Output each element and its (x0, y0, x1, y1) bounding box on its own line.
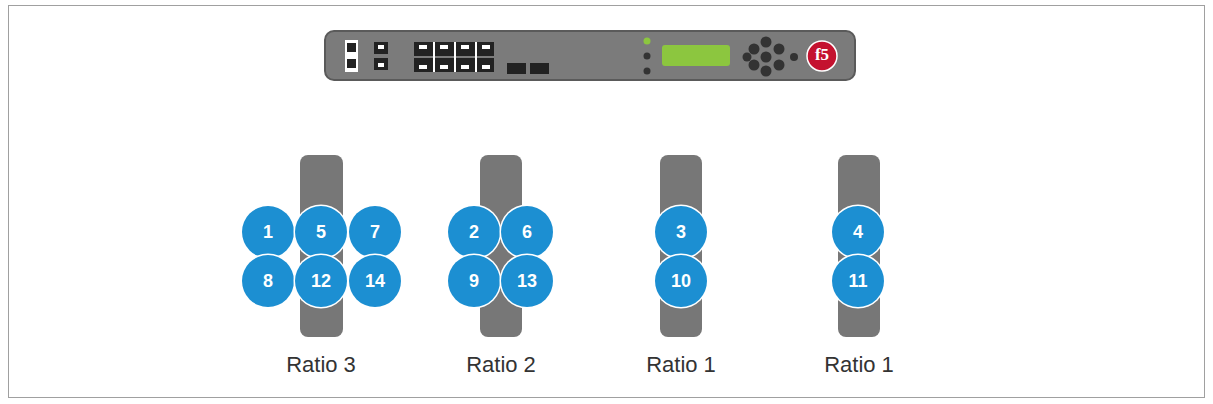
connection-number: 14 (365, 272, 385, 290)
connection-number: 6 (522, 223, 532, 241)
load-balancer-device (325, 31, 855, 80)
server-connection-circle: 13 (501, 255, 553, 307)
server-connection-circle: 6 (501, 206, 553, 258)
ratio-label: Ratio 1 (646, 352, 716, 378)
server-connection-circle: 3 (655, 206, 707, 258)
connection-number: 5 (316, 223, 326, 241)
connection-number: 10 (671, 272, 691, 290)
ratio-label: Ratio 2 (466, 352, 536, 378)
server-connection-circle: 14 (349, 255, 401, 307)
server-connection-circle: 5 (295, 206, 347, 258)
connection-number: 13 (517, 272, 537, 290)
connection-number: 11 (848, 272, 867, 290)
connection-number: 9 (469, 272, 479, 290)
connection-number: 12 (311, 272, 331, 290)
server-bar (300, 155, 880, 337)
server-connection-circle: 9 (448, 255, 500, 307)
ratio-label: Ratio 1 (824, 352, 894, 378)
ratio-label: Ratio 3 (286, 352, 356, 378)
connection-number: 4 (853, 223, 863, 241)
brand-logo: f5 (815, 45, 829, 65)
server-connection-circle: 8 (242, 255, 294, 307)
frame (9, 6, 1205, 398)
server-connection-circle: 2 (448, 206, 500, 258)
connection-number: 1 (263, 223, 273, 241)
connection-number: 7 (370, 223, 380, 241)
server-connection-circle: 11 (832, 255, 884, 307)
server-connection-circle: 12 (295, 255, 347, 307)
server-connection-circle: 1 (242, 206, 294, 258)
server-connection-circle: 7 (349, 206, 401, 258)
server-connection-circle: 10 (655, 255, 707, 307)
connection-number: 3 (676, 223, 686, 241)
server-connection-circle: 4 (832, 206, 884, 258)
connection-number: 8 (263, 272, 273, 290)
connection-number: 2 (469, 223, 479, 241)
